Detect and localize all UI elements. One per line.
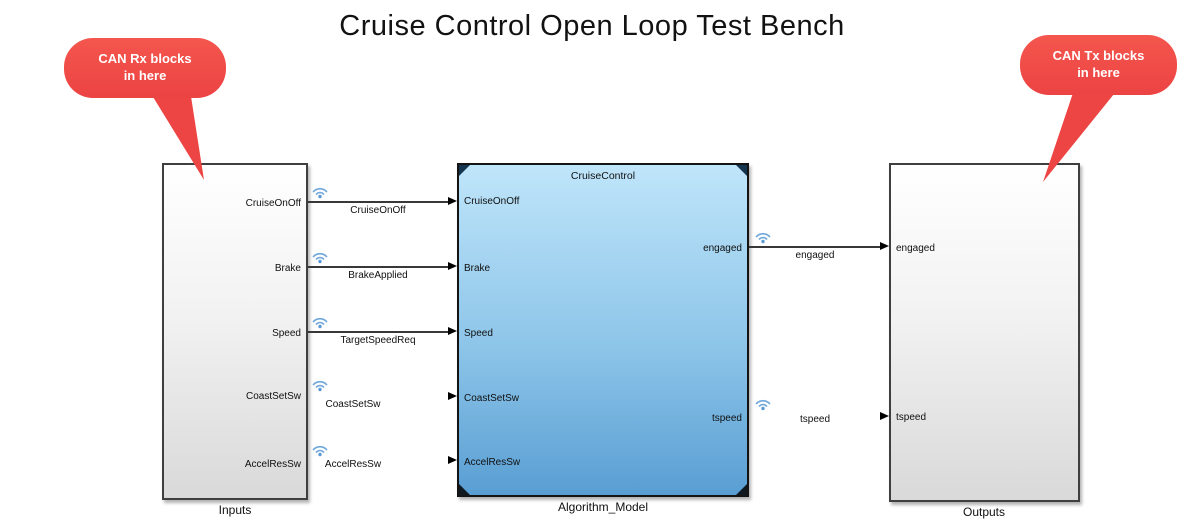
left-callout-tail <box>150 90 204 180</box>
referenced-model-name: CruiseControl <box>570 170 636 182</box>
wireless-signal-icon[interactable] <box>310 313 330 329</box>
outputs-port-tspeed: tspeed <box>896 412 927 423</box>
left-callout-text-line2: in here <box>123 68 167 83</box>
signal-label-tspeed[interactable]: tspeed <box>799 414 831 425</box>
model-ref-corner-icon <box>459 165 470 176</box>
algo-outport-engaged: engaged <box>703 243 742 254</box>
signal-label-coastsetsw[interactable]: CoastSetSw <box>325 399 381 410</box>
algo-inport-coastsetsw: CoastSetSw <box>464 393 520 404</box>
right-callout-text-line1: CAN Tx blocks <box>1052 48 1145 64</box>
right-callout-text-line2: in here <box>1077 65 1120 80</box>
inputs-block[interactable]: CruiseOnOff Brake Speed CoastSetSw Accel… <box>162 163 308 500</box>
signal-label-brakeapplied[interactable]: BrakeApplied <box>348 270 408 281</box>
arrowhead-icon <box>448 327 457 335</box>
model-ref-corner-icon <box>736 165 747 176</box>
signal-wire-engaged[interactable] <box>749 246 881 248</box>
signal-label-accelressw[interactable]: AccelResSw <box>324 459 382 470</box>
left-callout-balloon[interactable]: CAN Rx blocks in here <box>64 38 226 98</box>
signal-wire-cruiseonoff[interactable] <box>308 201 449 203</box>
right-callout-balloon[interactable]: CAN Tx blocks in here <box>1020 35 1177 95</box>
inputs-port-accelressw: AccelResSw <box>244 459 301 470</box>
arrowhead-icon <box>448 197 457 205</box>
signal-wire-brakeapplied[interactable] <box>308 266 449 268</box>
arrowhead-icon <box>448 456 457 464</box>
inputs-port-speed: Speed <box>272 328 301 339</box>
inputs-port-cruiseonoff: CruiseOnOff <box>245 198 301 209</box>
algo-outport-tspeed: tspeed <box>711 413 742 424</box>
wireless-signal-icon[interactable] <box>753 395 773 411</box>
algorithm-model-caption[interactable]: Algorithm_Model <box>557 500 649 514</box>
arrowhead-icon <box>448 392 457 400</box>
wireless-signal-icon[interactable] <box>310 248 330 264</box>
algo-inport-speed: Speed <box>464 328 493 339</box>
outputs-port-engaged: engaged <box>896 243 935 254</box>
model-ref-corner-icon <box>459 484 470 495</box>
signal-label-engaged[interactable]: engaged <box>795 250 835 261</box>
algo-inport-brake: Brake <box>464 263 491 274</box>
signal-wire-targetspeedreq[interactable] <box>308 331 449 333</box>
wireless-signal-icon[interactable] <box>310 441 330 457</box>
arrowhead-icon <box>880 242 889 250</box>
inputs-port-coastsetsw: CoastSetSw <box>245 391 301 402</box>
wireless-signal-icon[interactable] <box>310 376 330 392</box>
wireless-signal-icon[interactable] <box>310 183 330 199</box>
wireless-signal-icon[interactable] <box>753 228 773 244</box>
outputs-block[interactable]: engaged tspeed <box>889 163 1080 502</box>
arrowhead-icon <box>448 262 457 270</box>
algo-inport-cruiseonoff: CruiseOnOff <box>464 196 520 207</box>
inputs-port-brake: Brake <box>274 263 301 274</box>
model-ref-corner-icon <box>736 484 747 495</box>
signal-label-cruiseonoff[interactable]: CruiseOnOff <box>350 205 406 216</box>
inputs-block-caption[interactable]: Inputs <box>218 503 252 517</box>
algorithm-model-block[interactable]: CruiseControl CruiseOnOff Brake Speed Co… <box>457 163 749 497</box>
left-callout-text-line1: CAN Rx blocks <box>98 51 192 67</box>
right-callout-tail <box>1043 90 1114 182</box>
arrowhead-icon <box>880 412 889 420</box>
outputs-block-caption[interactable]: Outputs <box>962 505 1006 519</box>
diagram-title[interactable]: Cruise Control Open Loop Test Bench <box>339 10 845 42</box>
algo-inport-accelressw: AccelResSw <box>464 457 521 468</box>
signal-label-targetspeedreq[interactable]: TargetSpeedReq <box>340 335 416 346</box>
